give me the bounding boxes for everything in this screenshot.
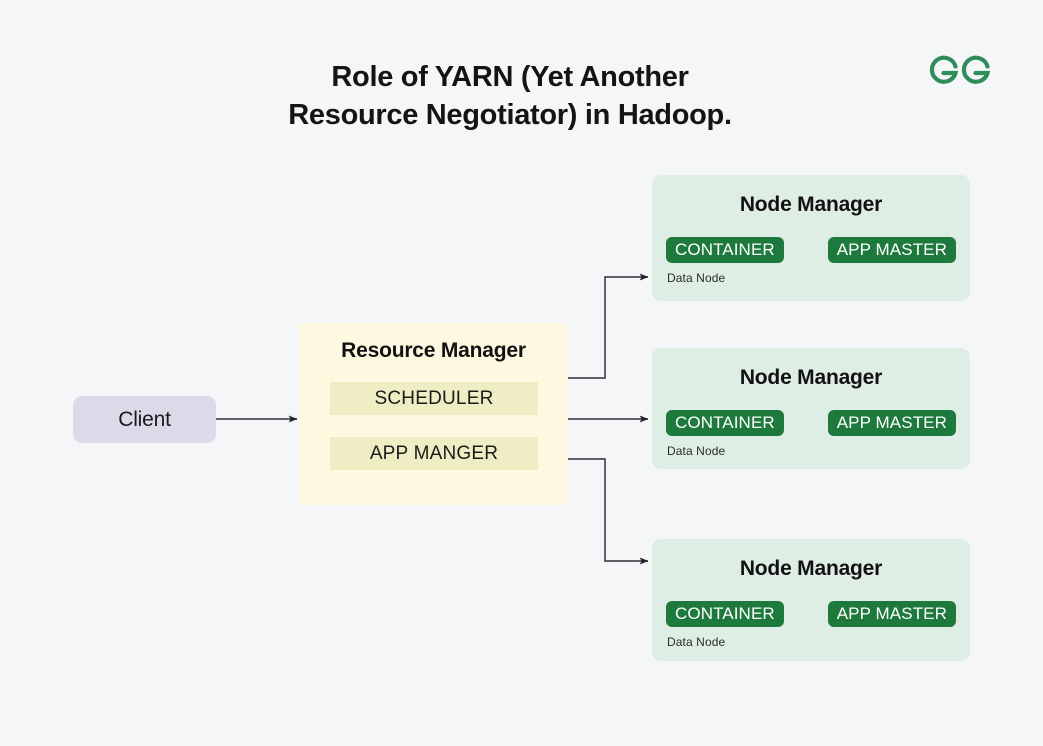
- node-manager-2-app-master[interactable]: APP MASTER: [827, 410, 956, 436]
- node-manager-3-title: Node Manager: [739, 557, 883, 580]
- edge-rm-to-node-manager-1: [567, 273, 649, 379]
- page-title-line-2: Resource Negotiator) in Hadoop.: [288, 99, 732, 131]
- node-manager-2-title: Node Manager: [739, 366, 883, 389]
- node-manager-3-app-master[interactable]: APP MASTER: [827, 601, 956, 627]
- node-manager-2-data-node: Data Node: [667, 444, 726, 458]
- app-master-label: APP MASTER: [836, 604, 947, 623]
- page-title-line-1: Role of YARN (Yet Another: [331, 61, 689, 93]
- scheduler-label: SCHEDULER: [374, 387, 494, 409]
- client-node[interactable]: Client: [73, 396, 216, 443]
- node-manager-2[interactable]: Node Manager CONTAINER APP MASTER Data N…: [652, 348, 970, 469]
- node-manager-3[interactable]: Node Manager CONTAINER APP MASTER Data N…: [652, 539, 970, 661]
- node-manager-2-container[interactable]: CONTAINER: [666, 410, 784, 436]
- node-manager-1-app-master[interactable]: APP MASTER: [827, 237, 956, 263]
- node-manager-1-container[interactable]: CONTAINER: [666, 237, 784, 263]
- app-master-label: APP MASTER: [836, 413, 947, 432]
- node-manager-3-container[interactable]: CONTAINER: [666, 601, 784, 627]
- page-title: Role of YARN (Yet Another Resource Negot…: [180, 58, 840, 134]
- app-manager-label: APP MANGER: [369, 442, 499, 464]
- node-manager-2-pills: CONTAINER APP MASTER: [666, 410, 956, 436]
- resource-manager-app-manager[interactable]: APP MANGER: [330, 437, 538, 470]
- node-manager-3-data-node: Data Node: [667, 635, 726, 649]
- resource-manager-title: Resource Manager: [341, 339, 526, 362]
- container-label: CONTAINER: [675, 413, 775, 432]
- node-manager-1-pills: CONTAINER APP MASTER: [666, 237, 956, 263]
- edge-rm-to-node-manager-3: [567, 458, 649, 565]
- node-manager-1[interactable]: Node Manager CONTAINER APP MASTER Data N…: [652, 175, 970, 301]
- node-manager-1-data-node: Data Node: [667, 271, 726, 285]
- node-manager-1-title: Node Manager: [739, 193, 883, 216]
- geeksforgeeks-logo: [925, 46, 995, 92]
- app-master-label: APP MASTER: [836, 240, 947, 259]
- container-label: CONTAINER: [675, 604, 775, 623]
- resource-manager-scheduler[interactable]: SCHEDULER: [330, 382, 538, 415]
- client-label: Client: [118, 407, 171, 431]
- container-label: CONTAINER: [675, 240, 775, 259]
- node-manager-3-pills: CONTAINER APP MASTER: [666, 601, 956, 627]
- resource-manager-node[interactable]: Resource Manager SCHEDULER APP MANGER: [299, 323, 568, 505]
